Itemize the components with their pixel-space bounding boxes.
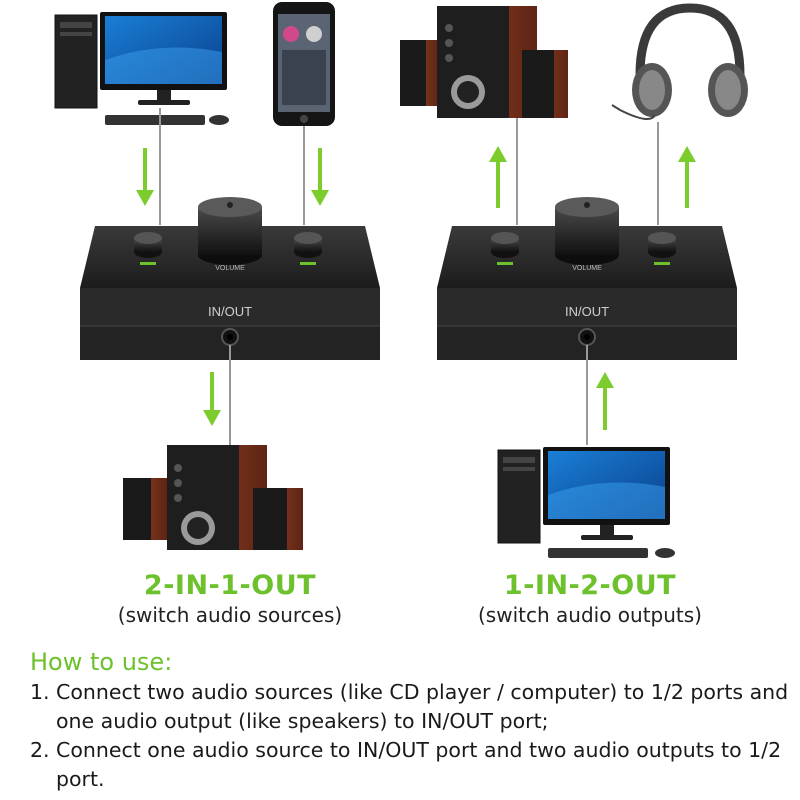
- mode-title: 1-IN-2-OUT: [503, 570, 677, 601]
- headphones-icon: [611, 3, 748, 120]
- audio-switch-box-icon: [80, 197, 380, 360]
- inout-port-label: IN/OUT: [565, 304, 609, 319]
- step-text: Connect one audio source to IN/OUT port …: [56, 738, 782, 791]
- how-to-title: How to use:: [30, 648, 173, 676]
- how-to-step: 1. Connect two audio sources (like CD pl…: [30, 678, 790, 736]
- step-text: Connect two audio sources (like CD playe…: [56, 680, 789, 733]
- audio-switch-box-icon: [437, 197, 737, 360]
- desktop-computer-icon: [54, 12, 229, 125]
- how-to-section: How to use: 1. Connect two audio sources…: [30, 648, 790, 794]
- smartphone-icon: [273, 2, 335, 126]
- how-to-step: 2. Connect one audio source to IN/OUT po…: [30, 736, 790, 794]
- speaker-system-icon: [400, 6, 568, 118]
- step-number: 2.: [30, 738, 50, 762]
- mode-title: 2-IN-1-OUT: [143, 570, 317, 601]
- arrow-up-icon: [596, 372, 614, 430]
- connection-diagram: VOLUME IN/OUT: [54, 2, 748, 558]
- mode-caption-left: 2-IN-1-OUT (switch audio sources): [60, 570, 400, 627]
- volume-label: VOLUME: [215, 265, 245, 272]
- step-number: 1.: [30, 680, 50, 704]
- arrow-down-icon: [136, 148, 154, 206]
- arrow-down-icon: [311, 148, 329, 206]
- arrow-up-icon: [678, 146, 696, 208]
- mode-subtitle: (switch audio sources): [117, 603, 343, 627]
- inout-port-label: IN/OUT: [208, 304, 252, 319]
- desktop-computer-icon: [497, 447, 675, 558]
- arrow-up-icon: [489, 146, 507, 208]
- arrow-down-icon: [203, 372, 221, 426]
- volume-label: VOLUME: [572, 265, 602, 272]
- speaker-system-icon: [123, 445, 303, 550]
- mode-caption-right: 1-IN-2-OUT (switch audio outputs): [420, 570, 760, 627]
- mode-subtitle: (switch audio outputs): [478, 603, 702, 627]
